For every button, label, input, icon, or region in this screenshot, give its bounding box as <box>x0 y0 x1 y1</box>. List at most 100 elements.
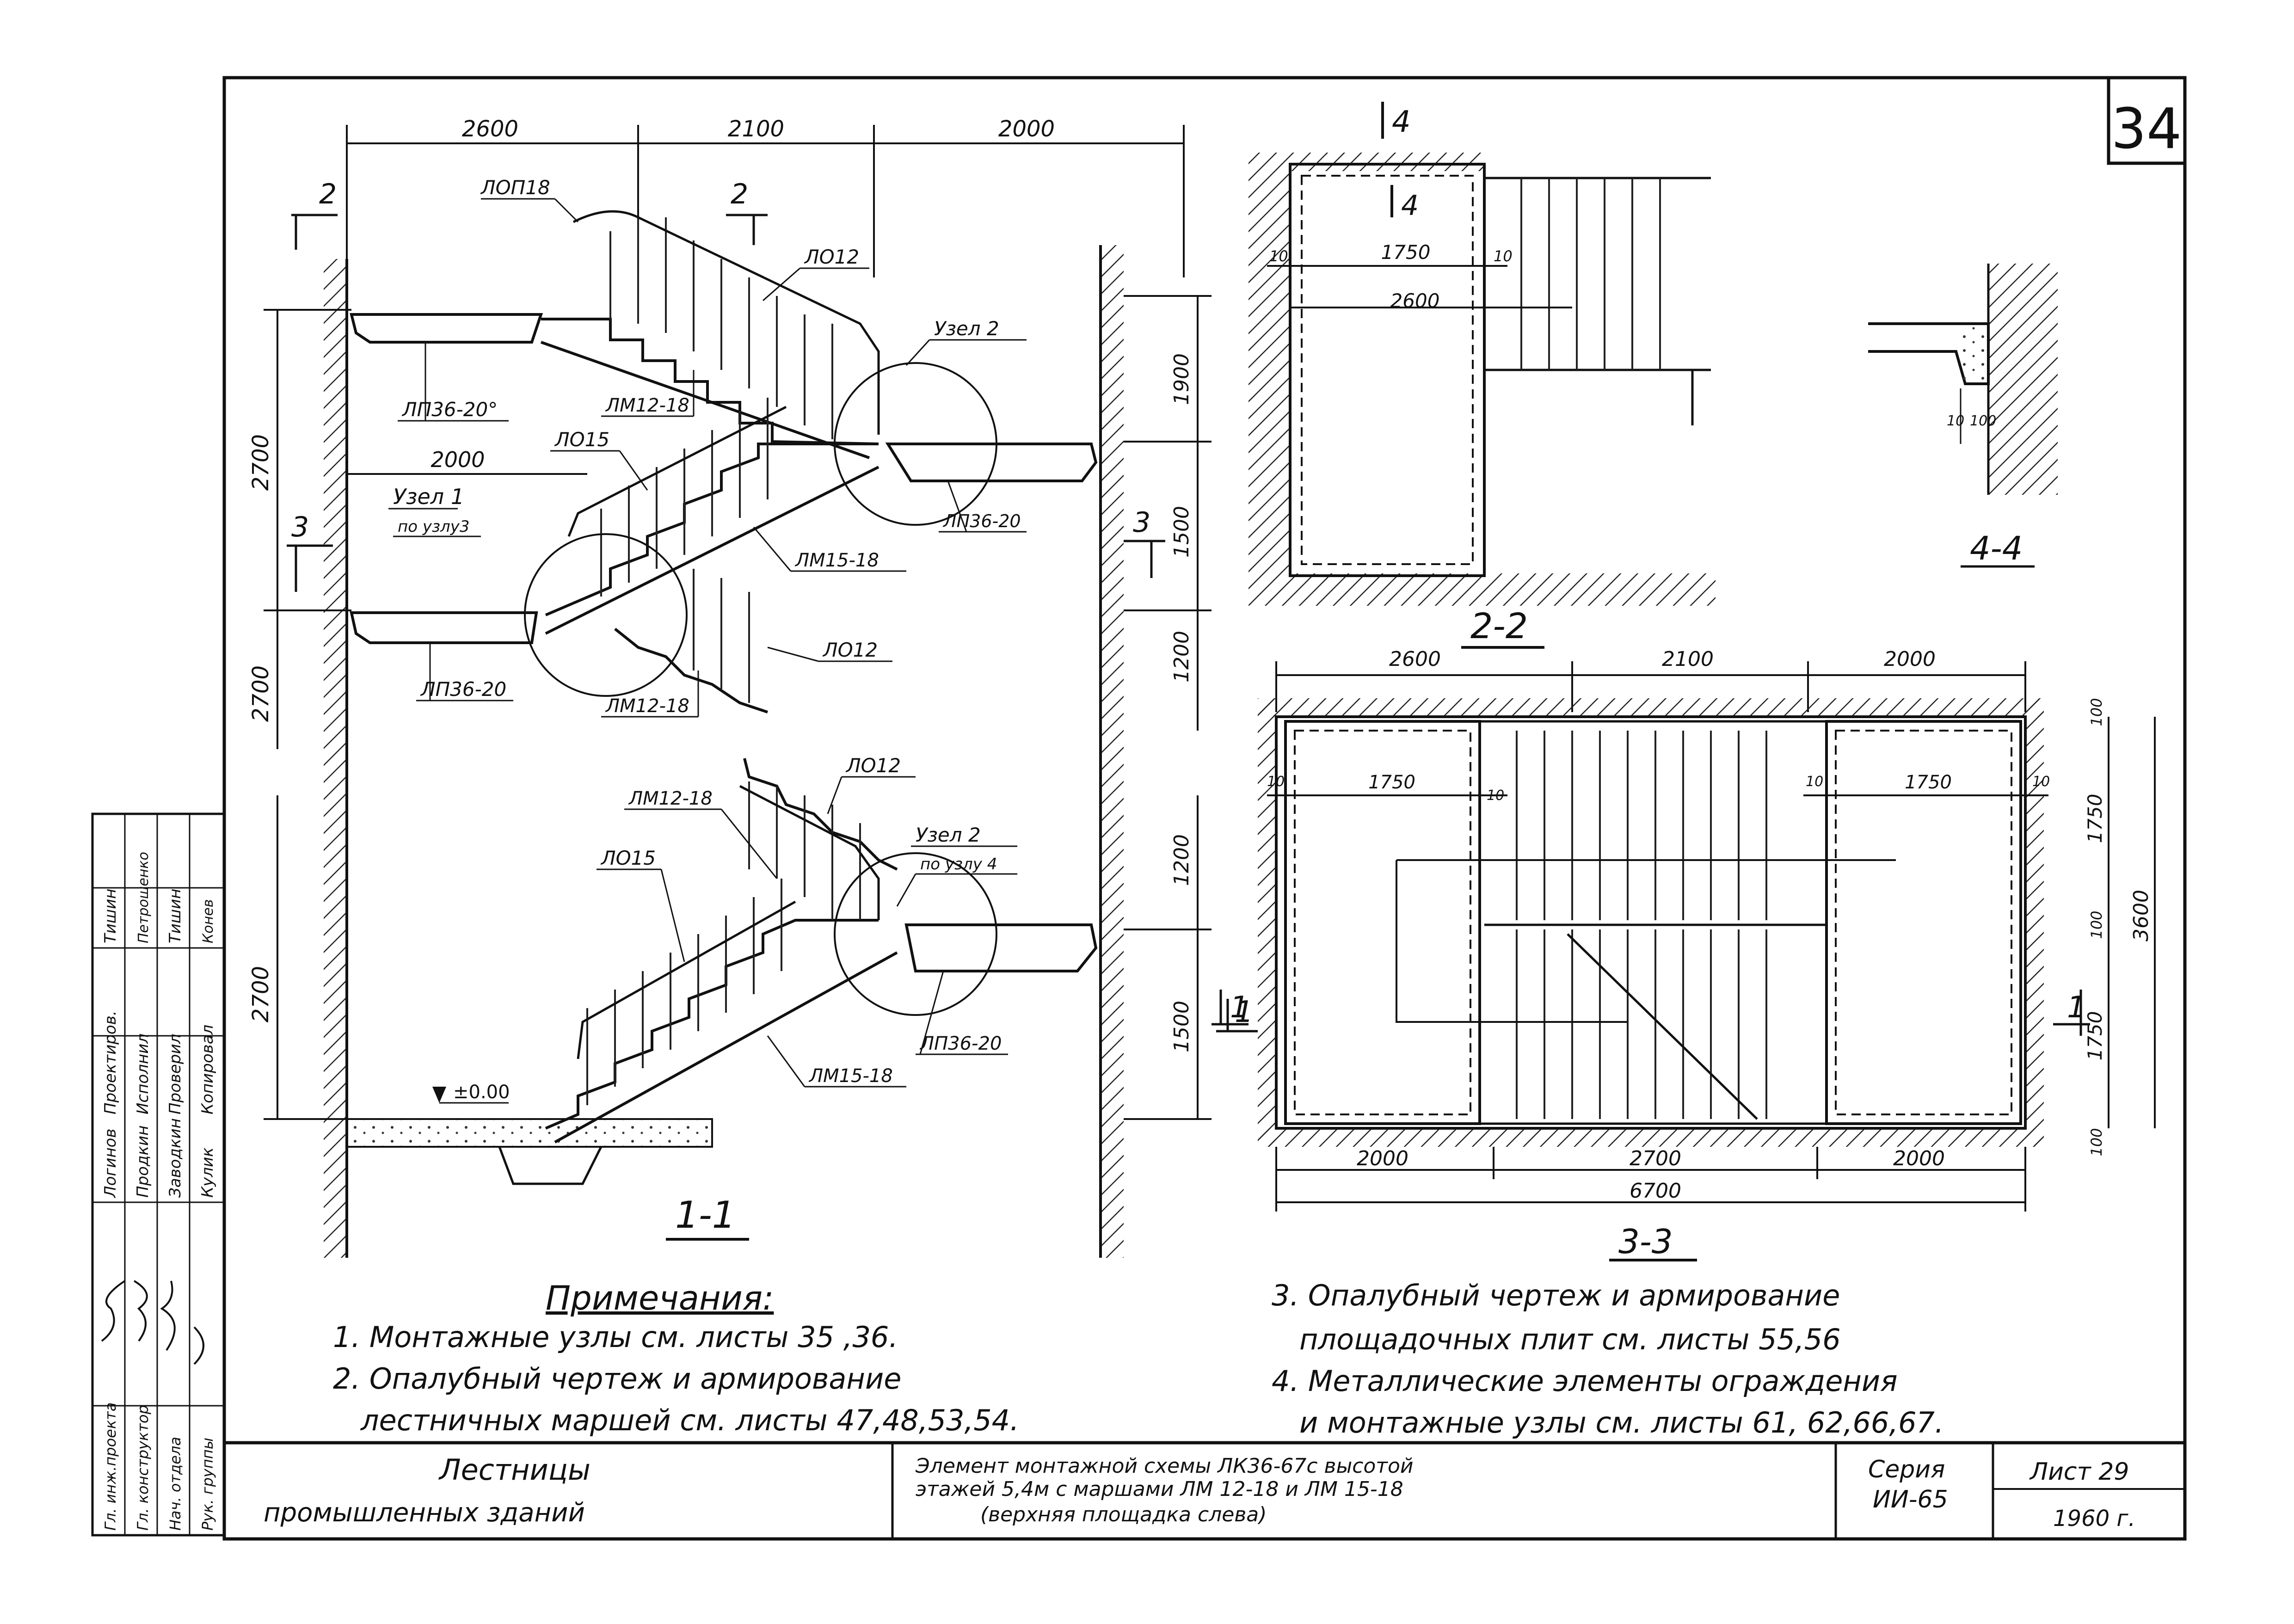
dim-2000-top: 2000 <box>998 116 1055 142</box>
dim33-total-3600: 3600 <box>2129 890 2153 941</box>
stamp-c-2: Петрошенко <box>135 852 152 943</box>
section-1-1-upper: 2600 2100 2000 2700 2700 1900 1500 1200 <box>248 116 1212 795</box>
dim33-r-100-b: 100 <box>2088 910 2105 939</box>
stamp-c-4: Конев <box>200 899 216 943</box>
tag-lo12-top: ЛО12 <box>804 246 859 268</box>
dim-1750-22: 1750 <box>1381 241 1431 264</box>
dim33-2000: 2000 <box>1884 647 1936 671</box>
dim33-2100: 2100 <box>1662 647 1714 671</box>
stamp-role-4: Рук. группы <box>199 1438 216 1531</box>
dim33-r-100-c: 100 <box>2088 1128 2105 1156</box>
view-label-2-2: 2-2 <box>1470 605 1528 646</box>
series-value: ИИ-65 <box>1873 1486 1948 1513</box>
view-label-3-3: 3-3 <box>1618 1222 1673 1261</box>
dim-2700-a: 2700 <box>248 434 274 491</box>
dim-1200: 1200 <box>1170 631 1193 683</box>
dim33-r-1750-b: 1750 <box>2084 1011 2106 1061</box>
lower-tag-lm12-18: ЛМ12-18 <box>628 788 713 809</box>
mark-1-33-right: 1 <box>2067 990 2086 1025</box>
dim-2700-lower: 2700 <box>248 966 274 1022</box>
mark-4-22: 4 <box>1392 105 1411 139</box>
dim-1500-lower: 1500 <box>1170 1001 1193 1052</box>
tag-lp36-20-low: ЛП36-20 <box>420 678 506 701</box>
tag-lo15-mid: ЛО15 <box>554 428 609 451</box>
lower-tag-lo15: ЛО15 <box>600 847 656 869</box>
dim33-total-6700: 6700 <box>1630 1179 1681 1203</box>
tag-uzel2-top: Узел 2 <box>934 317 999 340</box>
sheet-number-box <box>2107 76 2187 165</box>
tag-lp36-20-right: ЛП36-20 <box>942 511 1021 531</box>
sheet-number: 34 <box>2111 97 2182 161</box>
series-label: Серия <box>1868 1456 1945 1483</box>
lower-tag-uzel2: Узел 2 <box>916 824 981 846</box>
plan-2-2: 1750 2600 10 10 4 4 2-2 <box>1248 102 1716 649</box>
mark-3-left: 3 <box>291 511 309 543</box>
notes-heading: Примечания: <box>546 1279 774 1317</box>
dim-1200-lower: 1200 <box>1170 834 1193 886</box>
note-4b: и монтажные узлы см. листы 61, 62,66,67. <box>1299 1406 1944 1439</box>
view-label-4-4: 4-4 <box>1970 529 2023 567</box>
title-block: Лестницы промышленных зданий Элемент мон… <box>224 1441 2185 1539</box>
note-3: 3. Опалубный чертеж и армирование <box>1272 1279 1840 1312</box>
plan-3-3: 2600 2100 2000 <box>1212 647 2156 1261</box>
tag-lm12-18-low: ЛМ12-18 <box>605 695 689 717</box>
lower-tag-lm15-18: ЛМ15-18 <box>808 1065 893 1087</box>
dim-1500: 1500 <box>1170 506 1193 558</box>
mark-2-right: 2 <box>731 178 748 210</box>
lower-tag-po-uzlu4: по узлу 4 <box>920 855 997 874</box>
tag-lo12-mid: ЛО12 <box>822 639 878 661</box>
stamp-a-2: Продкин <box>134 1126 152 1198</box>
stamp-b-2: Исполнил <box>134 1033 152 1114</box>
tag-lp36-20-top: ЛП36-20° <box>401 398 498 421</box>
mark-4-22-b: 4 <box>1401 190 1419 222</box>
dim-1900: 1900 <box>1170 353 1193 405</box>
mark-3-right: 3 <box>1133 506 1150 539</box>
stamp-b-3: Проверил <box>166 1034 185 1114</box>
tag-lm12-18-top: ЛМ12-18 <box>605 395 689 416</box>
dim-10-22b: 10 <box>1494 247 1513 265</box>
dim33-r-100-a: 100 <box>2088 698 2105 726</box>
section-1-1-lower: 2700 1200 1500 ЛО12 ЛМ12-18 Узел 2 по уз… <box>248 754 1258 1258</box>
title-line1: Лестницы <box>438 1453 590 1487</box>
dim-2000-inner: 2000 <box>431 447 485 472</box>
note-4: 4. Металлические элементы ограждения <box>1272 1364 1898 1398</box>
dim33-1750-l: 1750 <box>1368 772 1415 793</box>
stamp-role-3: Нач. отдела <box>166 1437 184 1531</box>
dim33-b-2700: 2700 <box>1630 1147 1681 1170</box>
year: 1960 г. <box>2053 1506 2135 1532</box>
dim33-10-d: 10 <box>2032 774 2050 790</box>
stamp-role-1: Гл. инж.проекта <box>102 1403 119 1531</box>
lower-level: ±0.00 <box>453 1082 510 1103</box>
view-label-1-1: 1-1 <box>675 1193 736 1236</box>
tag-uzel1: Узел 1 <box>393 484 464 509</box>
tag-lm15-18-mid: ЛМ15-18 <box>794 550 879 571</box>
dim33-2600: 2600 <box>1389 647 1441 671</box>
stamp-b-4: Копировал <box>198 1025 217 1114</box>
detail-4-4: 10 100 4-4 <box>1868 264 2058 568</box>
dim33-b-2000-l: 2000 <box>1357 1147 1408 1170</box>
dim-2600-22: 2600 <box>1390 289 1440 312</box>
approval-stamp: Гл. инж.проекта Гл. конструктор Нач. отд… <box>91 812 226 1537</box>
desc-line1: Элемент монтажной схемы ЛК36-67с высотой <box>915 1454 1413 1478</box>
dim-10-44: 10 <box>1947 413 1964 429</box>
note-2b: лестничных маршей см. листы 47,48,53,54. <box>361 1403 1019 1437</box>
note-3b: площадочных плит см. листы 55,56 <box>1299 1323 1841 1356</box>
mark-2-left: 2 <box>319 178 337 210</box>
dim33-r-1750-a: 1750 <box>2084 794 2106 843</box>
desc-line2: этажей 5,4м с маршами ЛМ 12-18 и ЛМ 15-1… <box>916 1477 1403 1501</box>
dim33-1750-r: 1750 <box>1905 772 1952 793</box>
dim-2700-b: 2700 <box>248 665 274 722</box>
dim33-10-b: 10 <box>1487 787 1504 804</box>
dim33-10-c: 10 <box>1806 774 1823 790</box>
dim33-10-a: 10 <box>1267 774 1285 790</box>
dim-2600-top: 2600 <box>462 116 518 142</box>
note-2: 2. Опалубный чертеж и армирование <box>333 1362 902 1396</box>
stamp-role-2: Гл. конструктор <box>134 1405 152 1531</box>
dim-2100-top: 2100 <box>728 116 784 142</box>
tag-po-uzlu3: по узлу3 <box>398 517 470 536</box>
lower-tag-lp36-20: ЛП36-20 <box>919 1033 1002 1054</box>
title-line2: промышленных зданий <box>264 1498 585 1528</box>
stamp-a-3: Заводкин <box>166 1118 185 1198</box>
note-1: 1. Монтажные узлы см. листы 35 ,36. <box>333 1320 898 1354</box>
